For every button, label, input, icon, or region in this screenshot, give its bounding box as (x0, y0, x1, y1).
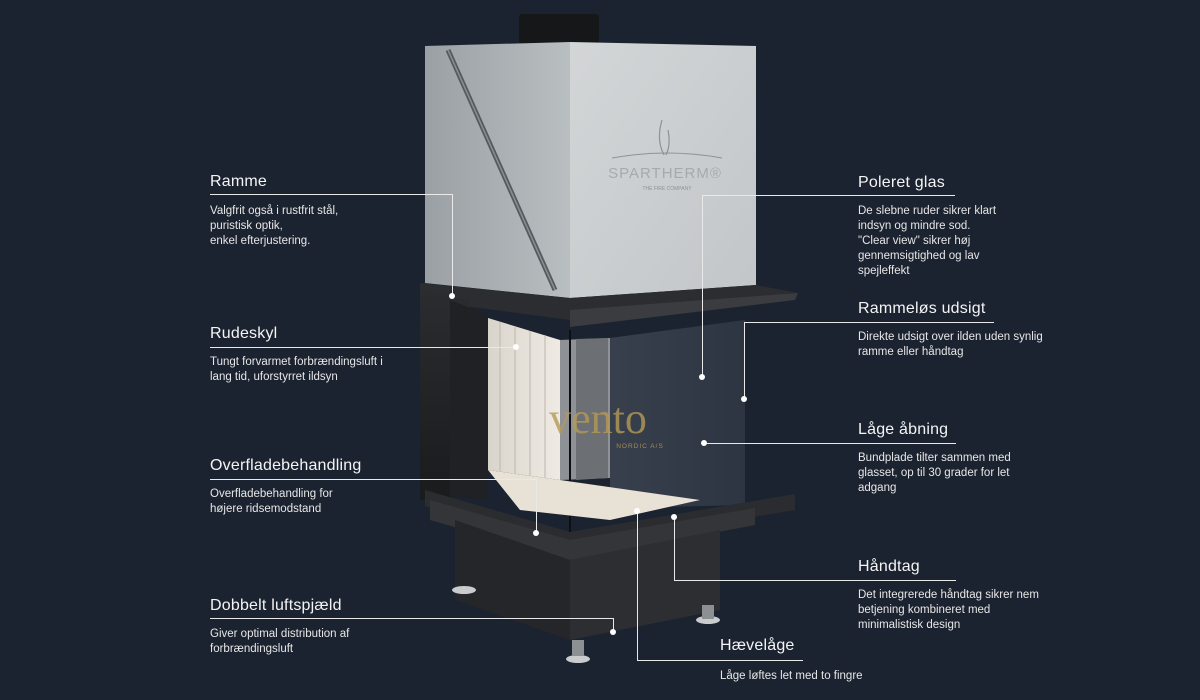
callout-line: glasset, op til 30 grader for let (858, 467, 1010, 479)
svg-text:vento: vento (549, 394, 647, 443)
callout-line: Bundplade tilter sammen med (858, 452, 1011, 464)
callout-title: Låge åbning (858, 421, 949, 438)
callout-line: spejleffekt (858, 265, 910, 277)
callout-line: De slebne ruder sikrer klart (858, 205, 997, 217)
callout-line: minimalistisk design (858, 619, 961, 631)
svg-text:THE FIRE COMPANY: THE FIRE COMPANY (642, 186, 692, 192)
callout-title: Rammeløs udsigt (858, 300, 986, 317)
callout-overfladebehandling: Overfladebehandling Overfladebehandling … (210, 457, 450, 517)
callout-title: Rudeskyl (210, 325, 278, 342)
callout-title: Poleret glas (858, 174, 945, 191)
callout-line: ramme eller håndtag (858, 346, 964, 358)
callout-haevelage: Hævelåge Låge løftes let med to fingre (720, 637, 960, 684)
callout-lage-abning: Låge åbning Bundplade tilter sammen med … (858, 421, 1098, 496)
callout-ramme: Ramme Valgfrit også i rustfrit stål, pur… (210, 173, 450, 249)
callout-line: Overfladebehandling for (210, 488, 333, 500)
callout-line: betjening kombineret med (858, 604, 991, 616)
callout-line: adgang (858, 482, 897, 494)
svg-text:NORDIC A/S: NORDIC A/S (616, 443, 664, 450)
callout-rammelos-udsigt: Rammeløs udsigt Direkte udsigt over ilde… (858, 300, 1098, 360)
callout-dobbelt-luftspjaeld: Dobbelt luftspjæld Giver optimal distrib… (210, 597, 450, 657)
callout-line: Det integrerede håndtag sikrer nem (858, 589, 1039, 601)
callout-title: Hævelåge (720, 637, 795, 654)
callout-handtag: Håndtag Det integrerede håndtag sikrer n… (858, 558, 1098, 633)
callout-title: Dobbelt luftspjæld (210, 597, 342, 614)
callout-line: puristisk optik, (210, 220, 283, 232)
callout-line: indsyn og mindre sod. (858, 220, 971, 232)
callout-line: Valgfrit også i rustfrit stål, (210, 205, 339, 217)
callout-title: Overfladebehandling (210, 457, 362, 474)
callout-line: Direkte udsigt over ilden uden synlig (858, 331, 1043, 343)
callout-line: forbrændingsluft (210, 643, 294, 655)
callout-line: gennemsigtighed og lav (858, 250, 980, 262)
callout-line: "Clear view" sikrer høj (858, 235, 971, 247)
callout-poleret-glas: Poleret glas De slebne ruder sikrer klar… (858, 174, 1098, 279)
callout-line: Giver optimal distribution af (210, 628, 350, 640)
callout-line: lang tid, uforstyrret ildsyn (210, 371, 338, 383)
callout-title: Ramme (210, 173, 268, 190)
callout-line: Tungt forvarmet forbrændingsluft i (210, 356, 383, 368)
callout-rudeskyl: Rudeskyl Tungt forvarmet forbrændingsluf… (210, 325, 450, 385)
callout-title: Håndtag (858, 558, 920, 575)
callout-line: Låge løftes let med to fingre (720, 670, 863, 682)
callout-line: enkel efterjustering. (210, 235, 311, 247)
callout-line: højere ridsemodstand (210, 503, 322, 515)
brand-plate-text: SPARTHERM® (608, 165, 722, 182)
